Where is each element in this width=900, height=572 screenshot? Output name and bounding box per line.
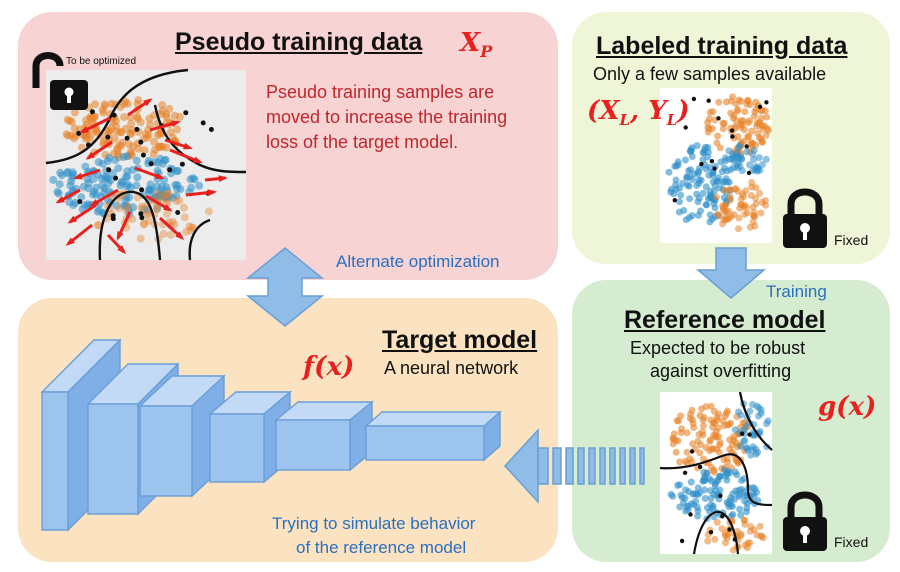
locked-lock-icon (783, 491, 827, 551)
reference-title: Reference model (624, 306, 826, 334)
unlocked-lock-icon (32, 52, 88, 110)
pseudo-math-symbol: XP (460, 28, 493, 62)
decision-boundary (738, 391, 773, 451)
decision-boundary (98, 190, 162, 261)
reference-subtitle-line: against overfitting (650, 361, 792, 381)
target-note-line: Trying to simulate behavior (272, 514, 476, 533)
target-math-symbol: f(x) (303, 352, 355, 382)
pseudo-description-line: Pseudo training samples are (266, 82, 495, 102)
decision-boundary (692, 510, 740, 555)
reference-model-plot (659, 391, 773, 555)
fixed-label: Fixed (834, 534, 869, 550)
neural-network-graphic (40, 338, 502, 532)
simulate-arrow (503, 428, 645, 504)
training-arrow (695, 247, 767, 299)
target-subtitle: A neural network (384, 358, 519, 378)
decision-boundary (188, 218, 211, 261)
alternate-optimization-label: Alternate optimization (336, 252, 500, 271)
labeled-title: Labeled training data (596, 32, 848, 60)
training-label: Training (766, 282, 827, 301)
labeled-subtitle: Only a few samples available (593, 64, 827, 84)
decision-boundary (153, 104, 247, 174)
labeled-math-symbol: (XL, YL) (587, 96, 690, 130)
target-title: Target model (382, 326, 538, 354)
labeled-data-points (665, 93, 772, 233)
movement-arrows (55, 98, 228, 255)
reference-math-symbol: g(x) (818, 392, 877, 422)
alternate-optimization-arrow (245, 247, 325, 327)
labeled-data-plot (660, 88, 772, 243)
locked-lock-icon (783, 188, 827, 248)
to-be-optimized-label: To be optimized (66, 56, 137, 67)
target-note-line: of the reference model (296, 538, 467, 557)
pseudo-title: Pseudo training data (175, 28, 423, 56)
pseudo-data-plot (45, 68, 247, 261)
pseudo-description-line: loss of the target model. (266, 132, 459, 152)
pseudo-description-line: moved to increase the training (266, 107, 508, 127)
decision-boundary (45, 68, 189, 165)
reference-subtitle-line: Expected to be robust (630, 338, 806, 358)
fixed-label: Fixed (834, 232, 869, 248)
decision-boundary (659, 453, 773, 507)
